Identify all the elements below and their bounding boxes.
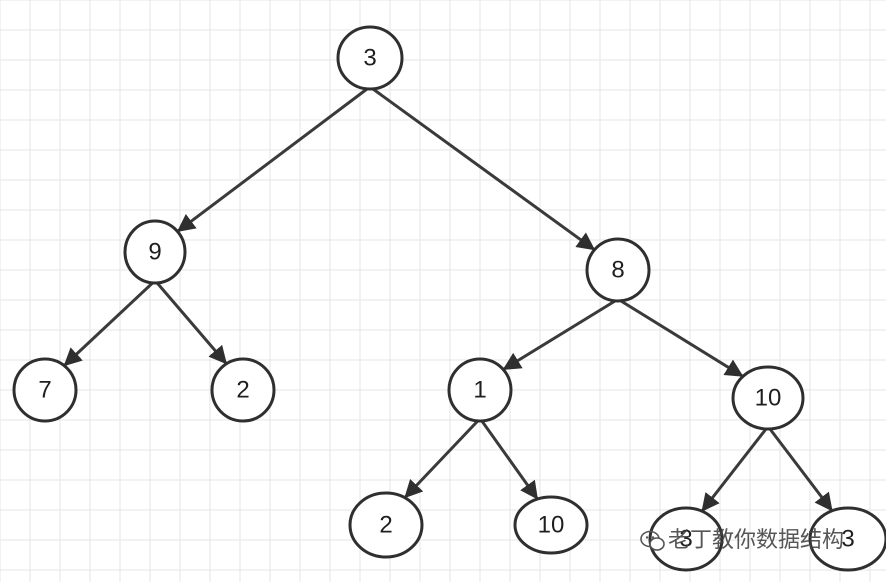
tree-node: 8 — [585, 237, 651, 303]
edge-n6-n9 — [480, 420, 539, 500]
node-circle — [210, 357, 276, 423]
node-label: 7 — [38, 376, 51, 403]
edge-n6-n8 — [404, 419, 479, 499]
edge-n7-n10 — [701, 428, 768, 512]
watermark-text: 老丁教你数据结构 — [668, 528, 844, 553]
node-label: 9 — [148, 238, 161, 265]
node-label: 2 — [379, 511, 392, 538]
node-label: 1 — [473, 376, 486, 403]
tree-node: 10 — [731, 365, 805, 431]
tree-node: 3 — [336, 25, 404, 91]
edge-n3-n7 — [620, 299, 744, 378]
tree-nodes: 3 9 8 7 2 1 10 2 10 3 3 — [12, 25, 886, 572]
node-circle — [513, 495, 589, 555]
tree-edges — [63, 87, 833, 512]
node-circle — [808, 506, 886, 572]
tree-node: 7 — [12, 357, 78, 423]
node-circle — [648, 506, 724, 572]
tree-node: 1 — [447, 357, 513, 423]
edge-n1-n2 — [176, 87, 368, 233]
node-circle — [731, 365, 805, 431]
node-circle — [336, 25, 404, 91]
node-label: 10 — [538, 511, 565, 538]
tree-node: 9 — [123, 219, 187, 285]
node-label: 3 — [679, 525, 692, 552]
node-circle — [447, 357, 513, 423]
node-label: 8 — [611, 256, 624, 283]
tree-node: 10 — [513, 495, 589, 555]
node-circle — [585, 237, 651, 303]
node-label: 3 — [363, 44, 376, 71]
edge-n1-n3 — [372, 87, 596, 251]
node-label: 3 — [841, 525, 854, 552]
edge-n7-n11 — [768, 428, 833, 512]
wechat-icon — [640, 530, 665, 551]
watermark: 老丁教你数据结构 — [640, 528, 844, 553]
node-circle — [12, 357, 78, 423]
tree-node: 3 — [808, 506, 886, 572]
tree-node: 3 — [648, 506, 724, 572]
node-circle — [123, 219, 187, 285]
edge-n3-n6 — [502, 299, 616, 371]
tree-node: 2 — [210, 357, 276, 423]
tree-node: 2 — [348, 491, 424, 559]
edge-n2-n5 — [156, 282, 227, 365]
edge-n2-n4 — [63, 281, 154, 367]
node-label: 2 — [236, 376, 249, 403]
node-circle — [348, 491, 424, 559]
node-label: 10 — [755, 384, 782, 411]
